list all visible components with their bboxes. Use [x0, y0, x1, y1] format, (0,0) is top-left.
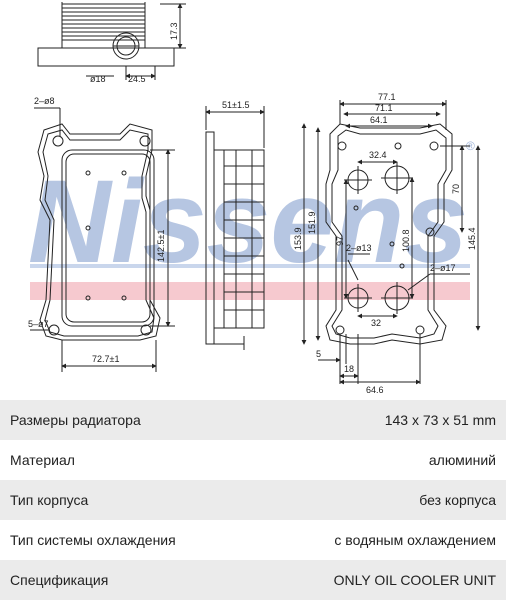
- spec-row-cooling: Тип системы охлаждения с водяным охлажде…: [0, 520, 506, 560]
- flange-view: [301, 100, 481, 385]
- dim-flange-70: 70: [451, 184, 461, 194]
- spec-value: ONLY OIL COOLER UNIT: [333, 572, 496, 588]
- dim-flange-32: 32: [371, 318, 381, 328]
- dim-flange-97: 97: [335, 236, 345, 246]
- dim-top-offset: 24.5: [128, 74, 146, 84]
- spec-row-specification: Спецификация ONLY OIL COOLER UNIT: [0, 560, 506, 600]
- watermark-band: [30, 282, 470, 300]
- dim-front-holes: 2–ø8: [34, 96, 55, 106]
- top-view-fins: [61, 2, 146, 48]
- dim-flange-w3: 64.1: [370, 115, 388, 125]
- dim-front-height: 142.5±1: [156, 230, 166, 262]
- top-view: [37, 2, 186, 80]
- spec-row-dimensions: Размеры радиатора 143 x 73 x 51 mm: [0, 400, 506, 440]
- dim-flange-64: 64.6: [366, 385, 384, 395]
- dim-top-dia: ø18: [90, 74, 106, 84]
- dim-flange-153: 153.9: [293, 227, 303, 250]
- dim-flange-145: 145.4: [467, 227, 477, 250]
- spec-row-housing: Тип корпуса без корпуса: [0, 480, 506, 520]
- dim-flange-5: 5: [316, 349, 321, 359]
- side-view-body: [205, 131, 215, 345]
- spec-value: с водяным охлаждением: [334, 532, 496, 548]
- spec-row-material: Материал алюминий: [0, 440, 506, 480]
- dim-flange-w1: 77.1: [378, 92, 396, 102]
- spec-value: без корпуса: [419, 492, 496, 508]
- front-view-outline: [37, 123, 161, 341]
- dim-flange-w2: 71.1: [375, 103, 393, 113]
- dim-front-slots: 5–ø7: [28, 319, 49, 329]
- spec-label: Размеры радиатора: [10, 412, 141, 428]
- spec-label: Материал: [10, 452, 75, 468]
- watermark-line: [30, 264, 470, 268]
- specs-table: Размеры радиатора 143 x 73 x 51 mm Матер…: [0, 400, 506, 600]
- dim-flange-100: 100.8: [401, 229, 411, 252]
- front-view: [30, 107, 175, 372]
- dim-front-width: 72.7±1: [92, 354, 119, 364]
- dim-top-height: 17.3: [169, 22, 179, 40]
- spec-label: Спецификация: [10, 572, 109, 588]
- dim-side-depth: 51±1.5: [222, 100, 249, 110]
- spec-value: 143 x 73 x 51 mm: [384, 412, 496, 428]
- dim-flange-18: 18: [344, 364, 354, 374]
- spec-label: Тип корпуса: [10, 492, 89, 508]
- dim-flange-bores13: 2–ø13: [346, 243, 372, 253]
- flange-view-outline: [325, 123, 453, 345]
- side-view-fins: [223, 149, 265, 329]
- spec-value: алюминий: [428, 452, 496, 468]
- top-view-flange: [37, 47, 175, 67]
- dim-flange-151: 151.9: [307, 211, 317, 234]
- dim-flange-pitch: 32.4: [369, 150, 387, 160]
- watermark-mark: ®: [466, 139, 475, 153]
- technical-drawing: Nissens ® 17.3 ø18 24.5: [28, 2, 481, 395]
- spec-label: Тип системы охлаждения: [10, 532, 176, 548]
- side-view: [205, 106, 265, 350]
- front-view-core: [61, 149, 155, 327]
- dim-flange-bores17: 2–ø17: [430, 263, 456, 273]
